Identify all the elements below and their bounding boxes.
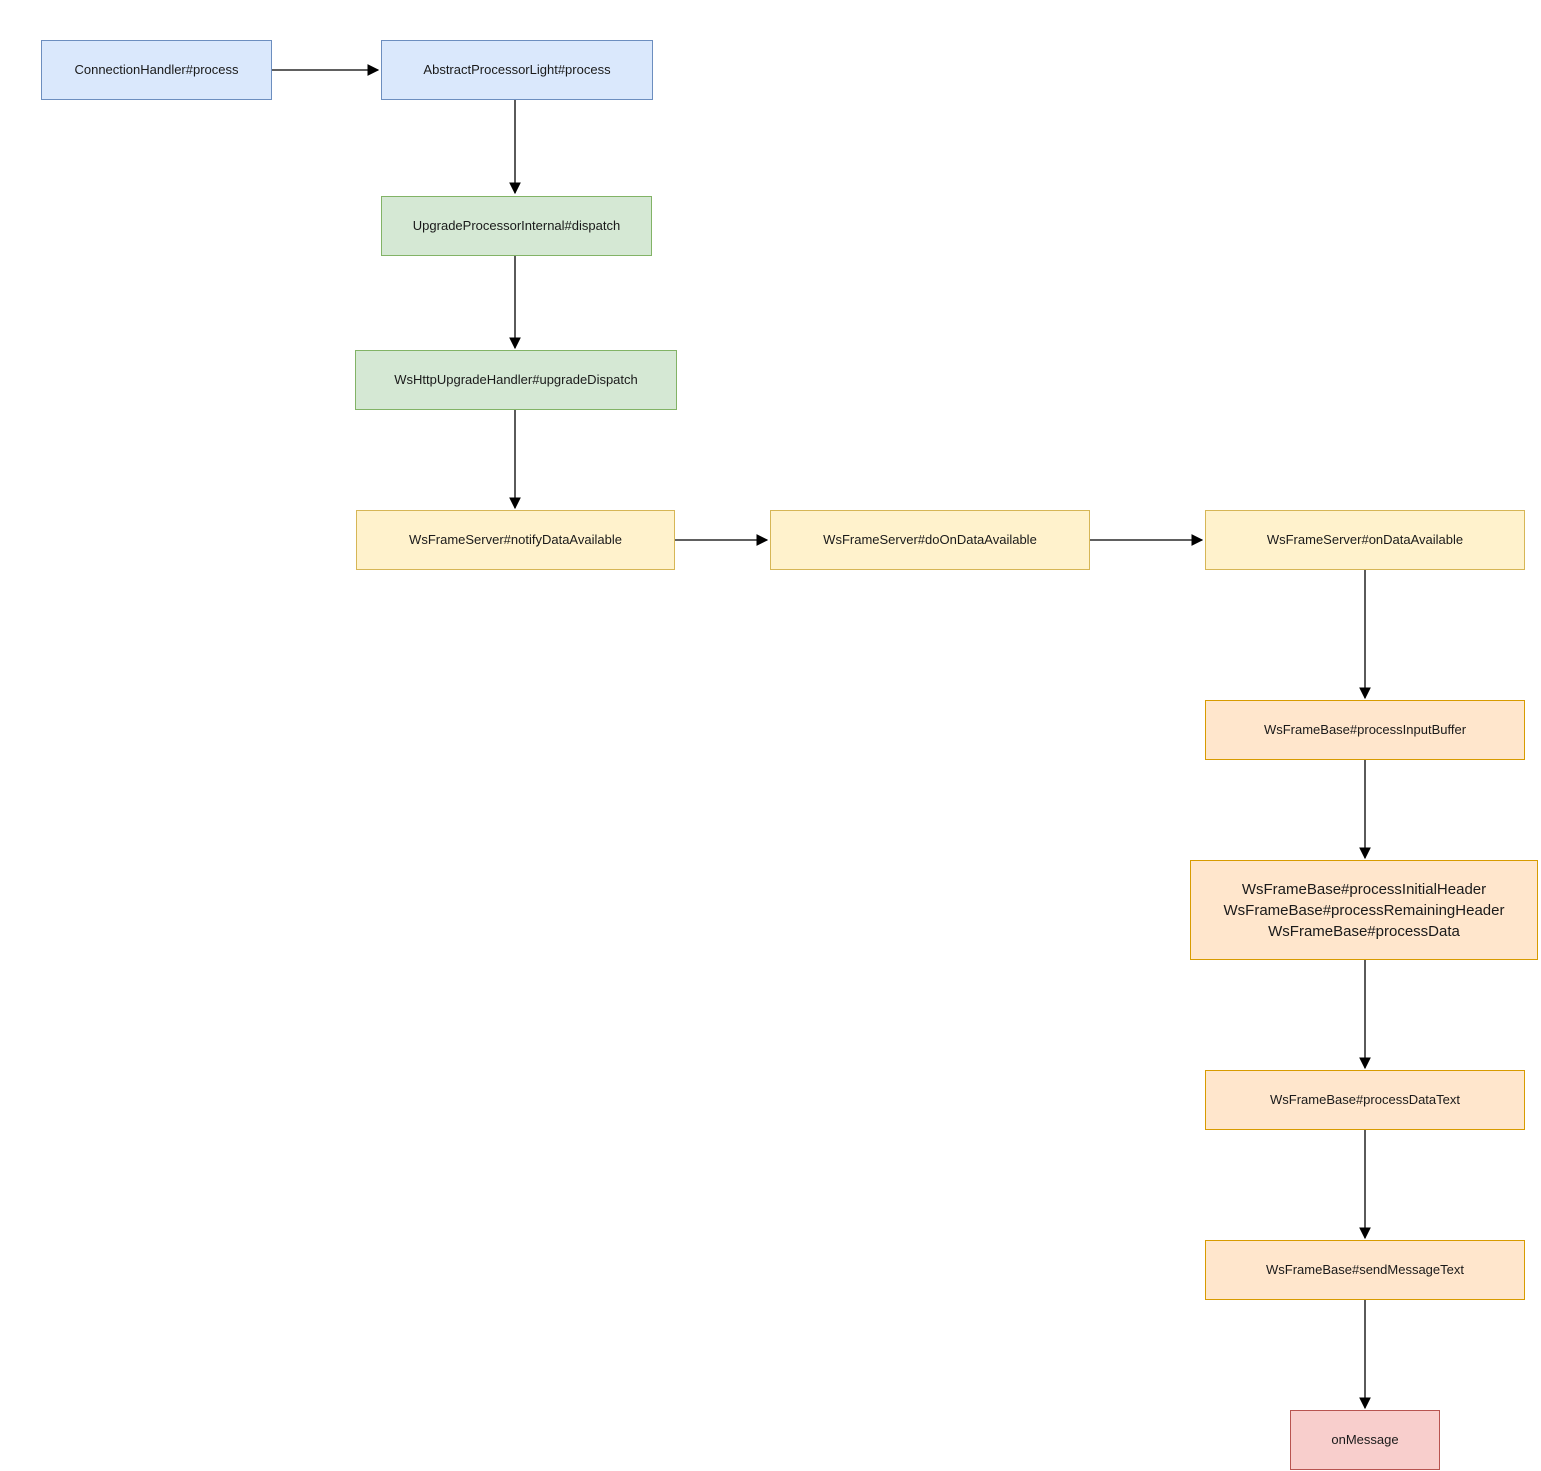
node-label-line: WsFrameBase#processRemainingHeader [1223, 901, 1505, 919]
node-label: WsFrameServer#notifyDataAvailable [409, 531, 622, 547]
node-onmessage: onMessage [1290, 1410, 1440, 1470]
node-wsframebase-processinputbuffer: WsFrameBase#processInputBuffer [1205, 700, 1525, 760]
node-label-line: WsFrameBase#processData [1268, 922, 1460, 940]
node-label: WsFrameBase#sendMessageText [1266, 1261, 1464, 1277]
node-label: WsFrameServer#onDataAvailable [1266, 531, 1464, 547]
node-wsframeserver-ondataavailable: WsFrameServer#onDataAvailable [1205, 510, 1525, 570]
node-wsframeserver-doondataavailable: WsFrameServer#doOnDataAvailable [770, 510, 1090, 570]
node-wsframebase-processdatatext: WsFrameBase#processDataText [1205, 1070, 1525, 1130]
node-upgradeprocessorinternal-dispatch: UpgradeProcessorInternal#dispatch [381, 196, 652, 256]
node-wsframebase-processheaders: WsFrameBase#processInitialHeader WsFrame… [1190, 860, 1538, 960]
node-label: WsFrameServer#doOnDataAvailable [823, 531, 1037, 547]
node-wsframeserver-notifydataavailable: WsFrameServer#notifyDataAvailable [356, 510, 675, 570]
node-label: WsHttpUpgradeHandler#upgradeDispatch [394, 371, 638, 387]
node-label: AbstractProcessorLight#process [423, 61, 611, 77]
node-wsframebase-sendmessagetext: WsFrameBase#sendMessageText [1205, 1240, 1525, 1300]
node-abstractprocessorlight-process: AbstractProcessorLight#process [381, 40, 653, 100]
node-label: onMessage [1331, 1431, 1399, 1447]
node-wshttpupgradehandler-upgradedispatch: WsHttpUpgradeHandler#upgradeDispatch [355, 350, 677, 410]
node-label: ConnectionHandler#process [74, 61, 239, 77]
node-label-line: WsFrameBase#processInitialHeader [1241, 880, 1487, 898]
node-label: UpgradeProcessorInternal#dispatch [412, 217, 621, 233]
node-label: WsFrameBase#processInputBuffer [1263, 721, 1467, 737]
node-connectionhandler-process: ConnectionHandler#process [41, 40, 272, 100]
node-label: WsFrameBase#processDataText [1269, 1091, 1460, 1107]
